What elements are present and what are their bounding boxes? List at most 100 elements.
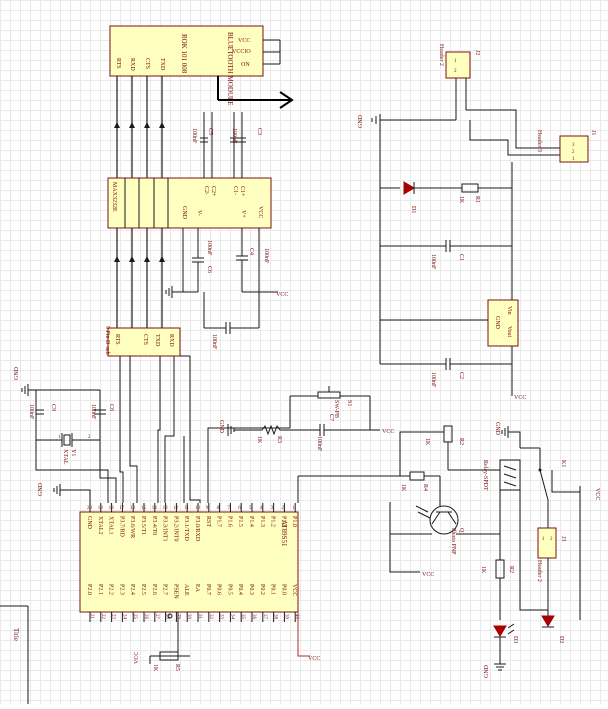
mcu-top-pin-number: 4 bbox=[260, 506, 263, 511]
c8-value: 100nF bbox=[90, 404, 96, 420]
c4-ref: C4 bbox=[248, 248, 254, 255]
r3-value: 1K bbox=[256, 436, 262, 444]
mcu-top-pin-number: 13 bbox=[163, 506, 169, 511]
mcu-bottom-pin-label: P2.4 bbox=[129, 584, 135, 595]
mcu-bottom-pin-label: P2.5 bbox=[140, 584, 146, 595]
mcu-top-pin-label: P1.5 bbox=[237, 516, 243, 527]
mcu-top-pin-label: P1.2 bbox=[270, 516, 276, 527]
max-name: MAX3232E bbox=[111, 182, 117, 212]
mcu-top-pin-number: 5 bbox=[249, 506, 252, 511]
mcu-top-pin-label: XTAL1 bbox=[108, 516, 114, 535]
mcu-top-pin-number: 10 bbox=[195, 506, 201, 511]
y1-ref: Y1 bbox=[70, 449, 76, 456]
r2-value: 1K bbox=[424, 438, 430, 446]
mcu-bottom-pin-label: P0.4 bbox=[237, 584, 243, 595]
vcc-label-reset: VCC bbox=[382, 429, 394, 435]
mcu-bottom-pin-number: 36 bbox=[251, 614, 256, 620]
c7-value: 100nF bbox=[316, 436, 322, 452]
max-pin-vminus: V- bbox=[196, 210, 202, 216]
j2-pin-2: 2 bbox=[454, 69, 457, 74]
mcu-top-pin-label: P3.7/RD bbox=[118, 516, 124, 538]
mcu-top-pin-label: P1.0 bbox=[291, 516, 297, 527]
s1-ref: S1 bbox=[346, 400, 352, 406]
mcu-bottom-pin-number: 25 bbox=[132, 614, 137, 620]
mcu-top-pin-number: 2 bbox=[281, 506, 284, 511]
c3-ref: C3 bbox=[256, 128, 262, 135]
y1-value: XTAL bbox=[62, 449, 68, 465]
j2-pin-1: 1 bbox=[454, 59, 457, 64]
uart-lines-bottom bbox=[119, 355, 201, 503]
j1-ref: J1 bbox=[590, 130, 596, 135]
mcu-top-pin-number: 18 bbox=[109, 506, 115, 511]
gnd-label-power: GND bbox=[358, 114, 364, 128]
vcc-label-mcu: VCC bbox=[308, 656, 320, 662]
gnd-label-relay: GND bbox=[494, 422, 500, 436]
mcu-bottom-pin-number: 31 bbox=[197, 614, 202, 620]
mcu-top-pin-label: P1.3 bbox=[259, 516, 265, 527]
capacitor-c2-max: 100nF bbox=[203, 292, 260, 350]
title-label: Title bbox=[12, 628, 20, 641]
reg-vout: Vout bbox=[506, 326, 512, 338]
mcu-top-pin-label: P3.2/INT0 bbox=[172, 516, 178, 542]
c5-ref: C5 bbox=[207, 128, 213, 135]
dsub-pin-txd: TXD bbox=[154, 334, 160, 347]
r4-value: 1K bbox=[400, 484, 406, 492]
mcu-top-pin-number: 1 bbox=[292, 506, 295, 511]
crystal-circuit: GND C9 100nF C8 100nF 1 2 Y1 XTAL bbox=[14, 366, 117, 503]
power-supply-circuit: 1 2 J2 Header 2 GND 3 2 1 J1 Header 3 D1… bbox=[358, 44, 596, 401]
c7-ref: C7 bbox=[328, 414, 334, 421]
mcu-bottom-pin-number: 33 bbox=[219, 614, 224, 620]
c6-value: 100nF bbox=[206, 240, 212, 256]
c2-max-value: 100nF bbox=[211, 334, 217, 350]
mcu-bottom-pin-label: P0.3 bbox=[248, 584, 254, 595]
mcu-bottom-pin-label: P0.5 bbox=[226, 584, 232, 595]
mcu-top-pin-label: P3.4/T0 bbox=[151, 516, 157, 535]
d1-ref: D1 bbox=[410, 206, 416, 213]
mcu-top-pin-number: 9 bbox=[206, 506, 209, 511]
bluetooth-name: BLUETOOTH MODULE bbox=[226, 32, 234, 106]
gnd-symbol-max bbox=[165, 286, 173, 298]
max-pin-vcc: VCC bbox=[257, 206, 263, 218]
mcu-bottom-pin-number: 40 bbox=[294, 614, 299, 620]
max-pin-c1plus: C1+ bbox=[239, 186, 245, 197]
mcu-top-pin-number: 3 bbox=[271, 506, 274, 511]
dsub-pin-cts: CTS bbox=[142, 334, 148, 345]
mcu-top-pin-number: 19 bbox=[98, 506, 104, 511]
bluetooth-part: ROK 101 008 bbox=[180, 34, 188, 74]
mcu-top-pin-number: 8 bbox=[217, 506, 220, 511]
vcc-label-max: VCC bbox=[276, 292, 288, 298]
mcu-top-pin-number: 12 bbox=[173, 506, 179, 511]
mcu-top-pin-number: 17 bbox=[119, 506, 125, 511]
mcu-bottom-pin-number: 34 bbox=[229, 614, 234, 620]
reset-circuit: S1 SW-PB C7 100nF VCC GND R3 1K bbox=[207, 386, 394, 503]
c3-value: 100nF bbox=[231, 128, 237, 144]
mcu-top-pin-number: 7 bbox=[227, 506, 230, 511]
mcu-bottom-pin-number: 30 bbox=[186, 614, 191, 620]
gnd-label-xtal: GND bbox=[14, 366, 20, 380]
bt-pin-vcc: VCC bbox=[238, 38, 250, 44]
r1-ref: R1 bbox=[474, 196, 480, 203]
vcc-label-power: VCC bbox=[514, 395, 526, 401]
j1-pin-3: 3 bbox=[572, 143, 575, 148]
max-pin-c2plus: C2+ bbox=[210, 186, 216, 197]
capacitor-c4: C4 100nF bbox=[236, 228, 269, 292]
max-pin-c2minus: C2- bbox=[203, 186, 209, 195]
mcu-bottom-pin-label: EA bbox=[194, 584, 200, 593]
mcu-bottom-pin-number: 39 bbox=[283, 614, 288, 620]
c5-value: 100nF bbox=[191, 128, 197, 144]
k1-value: Relay-SPDT bbox=[482, 460, 488, 491]
r2b-value: 1K bbox=[480, 566, 486, 574]
mcu-top-pin-label: P1.6 bbox=[226, 516, 232, 527]
mcu-bottom-pin-number: 27 bbox=[154, 614, 159, 620]
reg-vin: Vin bbox=[506, 306, 512, 315]
at89s51-chip: AT89S51 GND20XTAL219XTAL118P3.7/RD17P3.6… bbox=[79, 503, 299, 622]
bt-pin-txd: TXD bbox=[159, 58, 165, 71]
j3-pin-1: 1 bbox=[542, 537, 545, 542]
mcu-bottom-pin-label: P2.7 bbox=[162, 584, 168, 595]
mcu-bottom-pin-number: 23 bbox=[111, 614, 116, 620]
mcu-bottom-pin-label: P2.6 bbox=[151, 584, 157, 595]
bt-pin-vccio: VCCIO bbox=[232, 49, 251, 55]
c2-power-ref: C2 bbox=[458, 372, 464, 379]
mcu-top-pin-label: P3.6/WR bbox=[129, 516, 135, 538]
r1-value: 1K bbox=[458, 196, 464, 204]
